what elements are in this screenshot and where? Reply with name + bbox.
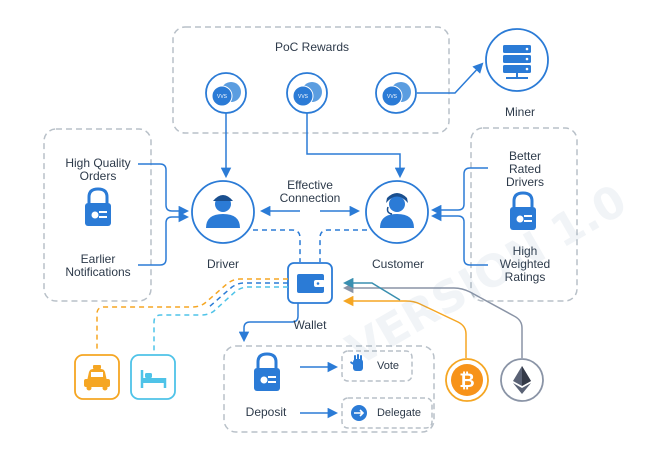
deposit-lock-icon [254, 352, 280, 391]
driver-benefits-box [43, 128, 152, 302]
driver-lock-icon [85, 187, 111, 226]
vvs-coin-1-text: VVS [217, 94, 228, 100]
vvs-coin-1 [205, 72, 247, 114]
driver-benefit-orders: High Quality Orders [65, 156, 131, 183]
vvs-coin-2-text: VVS [298, 94, 309, 100]
customer-benefit-drivers: Better Rated Drivers [506, 149, 544, 189]
vvs-coin-3-text: VVS [387, 94, 398, 100]
deposit-label: Deposit [245, 405, 287, 419]
connection-label: Effective Connection [279, 178, 341, 205]
wallet-to-taxi-line [96, 278, 288, 352]
arrow-orders-to-driver [138, 163, 190, 217]
bitcoin-icon: ₿ [445, 358, 489, 402]
arrow-ratings-to-customer [430, 210, 488, 266]
delegate-label: Delegate [376, 407, 422, 419]
arrow-notifications-to-driver [138, 211, 190, 266]
arrow-poc-to-customer [306, 113, 406, 179]
wallet-to-services-blue [208, 282, 288, 308]
arrow-ethereum-to-wallet [342, 282, 523, 358]
miner-label: Miner [504, 105, 535, 119]
poc-rewards-title: PoC Rewards [274, 40, 350, 54]
customer-benefit-ratings: High Weighted Ratings [499, 244, 551, 284]
driver-avatar-icon [191, 180, 255, 244]
delegate-box [341, 397, 433, 429]
arrow-bitcoin-to-wallet [342, 295, 467, 358]
arrow-wallet-to-deposit [238, 303, 299, 343]
poc-rewards-box [172, 26, 450, 134]
arrow-poc-to-miner [417, 62, 484, 94]
vvs-coin-3 [375, 72, 417, 114]
vote-label: Vote [376, 360, 400, 372]
customer-benefits-box [470, 127, 578, 302]
wallet-label: Wallet [293, 318, 327, 332]
deposit-box [223, 345, 435, 433]
ethereum-icon [500, 358, 544, 402]
customer-label: Customer [371, 257, 424, 271]
vvs-coin-2 [286, 72, 328, 114]
vote-box [341, 350, 413, 382]
customer-avatar-icon [365, 180, 429, 244]
wallet-to-hotel-line [153, 286, 288, 352]
driver-to-wallet-line [253, 229, 301, 262]
delegate-arrow-icon [351, 405, 367, 421]
server-icon [485, 28, 549, 92]
customer-to-wallet-line [319, 229, 367, 262]
driver-label: Driver [207, 257, 239, 271]
wallet-icon [287, 262, 333, 304]
svg-text:₿: ₿ [459, 370, 474, 392]
taxi-icon [74, 354, 120, 400]
hotel-bed-icon [130, 354, 176, 400]
customer-lock-icon [510, 191, 536, 230]
arrow-drivers-to-customer [430, 167, 488, 216]
arrow-teal-to-wallet [342, 277, 401, 301]
hand-icon [350, 354, 363, 371]
driver-benefit-notifications: Earlier Notifications [65, 252, 131, 279]
